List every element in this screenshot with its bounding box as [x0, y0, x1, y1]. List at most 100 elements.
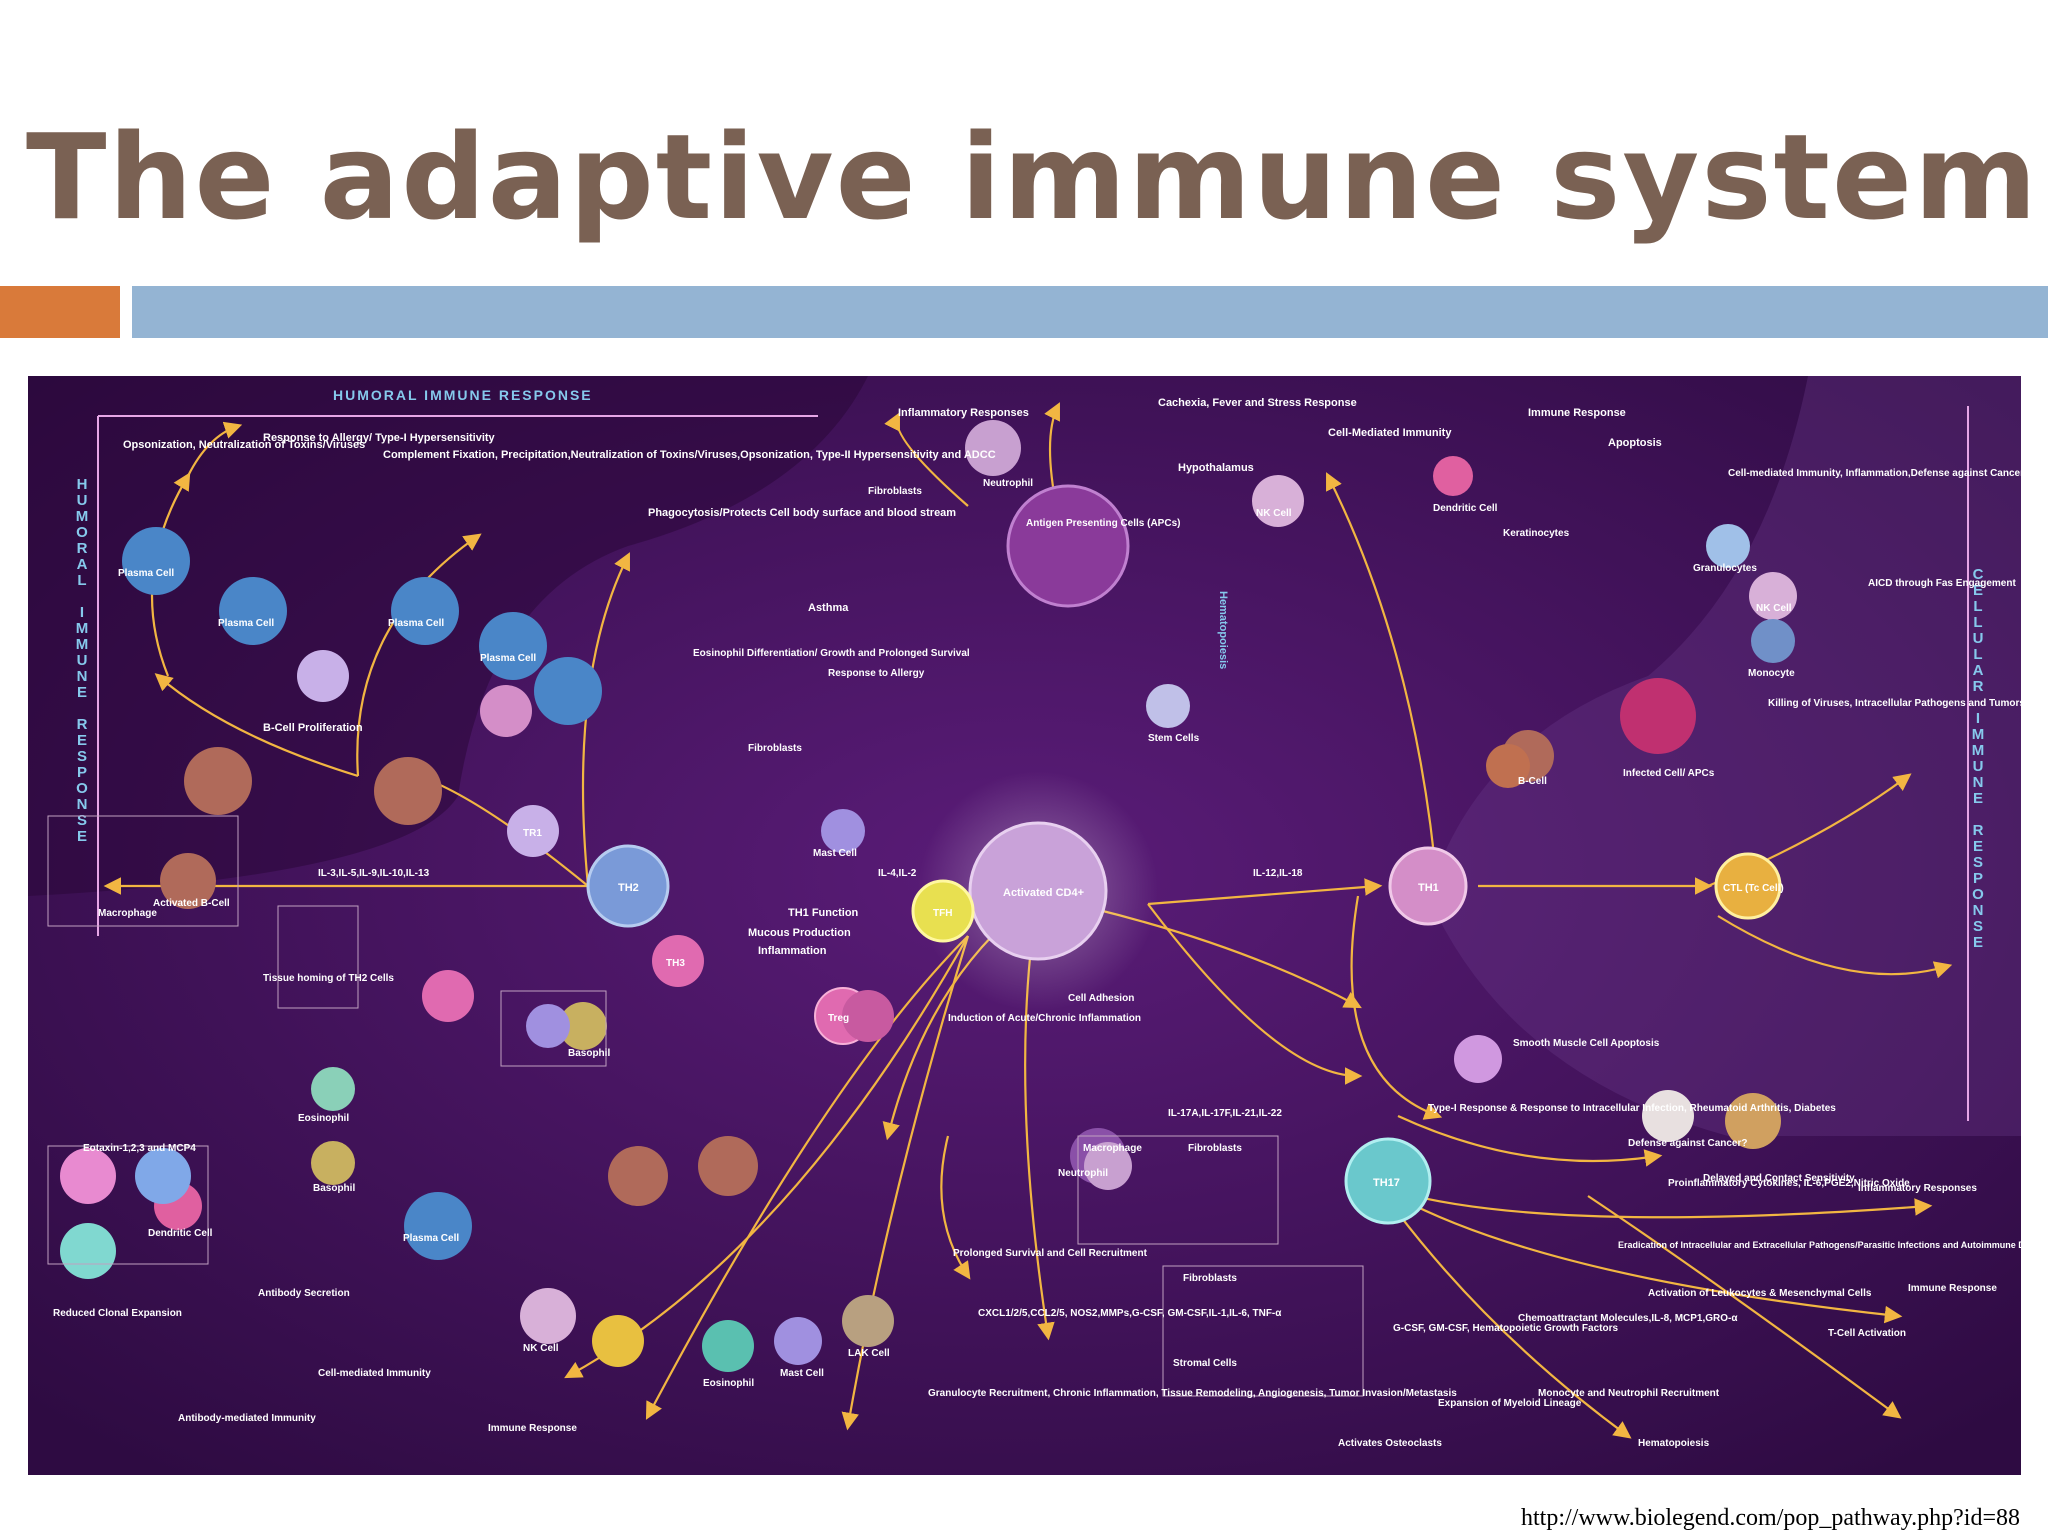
plasma1-label: Plasma Cell [118, 568, 174, 579]
cell-shapes [47, 420, 1797, 1397]
tr1-label: TR1 [523, 828, 542, 839]
macrophage2-label: Macrophage [1083, 1143, 1142, 1154]
center-cell [968, 821, 1108, 961]
plasma-cell-e [534, 657, 602, 725]
label-hematopoiesis-vertical: Hematopoiesis [1217, 591, 1229, 669]
th17-label: TH17 [1373, 1177, 1400, 1189]
treg-label: Treg [828, 1013, 849, 1024]
dendritic1-label: Dendritic Cell [1433, 503, 1498, 514]
label-tissue-homing: Tissue homing of TH2 Cells [263, 973, 394, 984]
eosinophil-cell-b [702, 1320, 754, 1372]
granulocytes-label: Granulocytes [1693, 563, 1757, 574]
infected-label: Infected Cell/ APCs [1623, 768, 1715, 779]
stromal-box [1162, 1265, 1364, 1397]
neutrophil-cell [965, 420, 1021, 476]
plasma-cell-a [122, 527, 190, 595]
label-cell-mediated-immunity: Cell-Mediated Immunity [1328, 427, 1452, 439]
slide-title: The adaptive immune system [26, 108, 2039, 246]
label-granulocyte-recruitment: Granulocyte Recruitment, Chronic Inflamm… [928, 1388, 1457, 1399]
monocyte-cell [1751, 619, 1795, 663]
apc-label: Antigen Presenting Cells (APCs) [1026, 518, 1180, 529]
fibroblasts4-label: Fibroblasts [1183, 1273, 1237, 1284]
th3-label: TH3 [666, 958, 685, 969]
eosinophil-cell-a [311, 1067, 355, 1111]
label-defense-cancer: Defense against Cancer? [1628, 1138, 1748, 1149]
tfh-label: TFH [933, 908, 952, 919]
fibroblasts2-label: Fibroblasts [748, 743, 802, 754]
label-proinflammatory: Proinflammatory Cytokines, IL-6,PGE2,Nit… [1668, 1178, 1910, 1189]
label-antibody-mediated: Antibody-mediated Immunity [178, 1413, 316, 1424]
lak-label: LAK Cell [848, 1348, 890, 1359]
label-response-to-allergy: Response to Allergy [828, 668, 925, 679]
th17-small-b [60, 1223, 116, 1279]
tfh-cell [911, 879, 975, 943]
stem-cells [1146, 684, 1190, 728]
humoral-top-label: HUMORAL IMMUNE RESPONSE [333, 387, 593, 403]
nk-cell-b [1749, 572, 1797, 620]
label-monocyte-recruitment: Monocyte and Neutrophil Recruitment [1538, 1388, 1720, 1399]
th2-small-b [135, 1148, 191, 1204]
ctl-cell-b [592, 1315, 644, 1367]
infected-cell [1620, 678, 1696, 754]
th2-cell [586, 844, 670, 928]
plasma2-label: Plasma Cell [218, 618, 274, 629]
basophil1-label: Basophil [568, 1048, 610, 1059]
plasma-cell-c [391, 577, 459, 645]
macrophage1-label: Macrophage [98, 908, 157, 919]
label-bcell-proliferation: B-Cell Proliferation [263, 722, 363, 734]
nk-cell-a [1252, 475, 1304, 527]
label-inflammation: Inflammation [758, 945, 827, 957]
plasma3-label: Plasma Cell [388, 618, 444, 629]
label-cxcl: CXCL1/2/5,CCL2/5, NOS2,MMPs,G-CSF, GM-CS… [978, 1308, 1282, 1319]
title-accent-bar-blue [132, 286, 2048, 338]
humoral-side-label: HUMORAL IMMUNE RESPONSE [74, 476, 91, 844]
label-il-th2-th1: IL-4,IL-2 [878, 868, 917, 879]
neutrophil2-label: Neutrophil [1058, 1168, 1108, 1179]
label-induction: Induction of Acute/Chronic Inflammation [948, 1013, 1141, 1024]
plasma-cell-d [479, 612, 547, 680]
label-hematopoiesis: Hematopoiesis [1638, 1438, 1710, 1449]
label-eradication: Eradication of Intracellular and Extrace… [1618, 1240, 2021, 1250]
label-apoptosis: Apoptosis [1608, 437, 1662, 449]
treg-cell-b [422, 970, 474, 1022]
source-url: http://www.biolegend.com/pop_pathway.php… [1520, 1505, 2020, 1531]
plasma-cell-f [404, 1192, 472, 1260]
label-phagocytosis: Phagocytosis/Protects Cell body surface … [648, 507, 956, 519]
th-cells-box [47, 1145, 209, 1265]
label-chemoattractant: Chemoattractant Molecules,IL-8, MCP1,GRO… [1518, 1313, 1738, 1324]
label-expansion-myeloid: Expansion of Myeloid Lineage [1438, 1398, 1582, 1409]
treg-small [297, 650, 349, 702]
bcell-c [608, 1146, 668, 1206]
bcell-b [374, 757, 442, 825]
nk-cell-c [520, 1288, 576, 1344]
cell-labels: Activated CD4+ Antigen Presenting Cells … [98, 478, 1795, 1389]
smooth-muscle-label: Smooth Muscle Cell Apoptosis [1513, 1038, 1660, 1049]
th1-cell [1388, 846, 1468, 926]
immune-pathway-diagram: HUMORAL IMMUNE RESPONSE HUMORAL IMMUNE R… [28, 376, 2021, 1475]
th17-cell [1344, 1137, 1432, 1225]
bcell-d [698, 1136, 758, 1196]
fibroblasts3-label: Fibroblasts [1188, 1143, 1242, 1154]
eosinophil-box [277, 905, 359, 1009]
label-reduced-clonal: Reduced Clonal Expansion [53, 1308, 182, 1319]
label-inflammatory-responses: Inflammatory Responses [898, 407, 1029, 419]
apc-cell [1006, 484, 1130, 608]
monocyte-label: Monocyte [1748, 668, 1795, 679]
label-gcsf: G-CSF, GM-CSF, Hematopoietic Growth Fact… [1393, 1323, 1618, 1334]
label-cell-adhesion: Cell Adhesion [1068, 993, 1134, 1004]
plasma4-label: Plasma Cell [480, 653, 536, 664]
eosinophil2-label: Eosinophil [703, 1378, 754, 1389]
keratinocytes-label: Keratinocytes [1503, 528, 1570, 539]
bcell2-label: B-Cell [1518, 776, 1547, 787]
foxp3-treg [842, 990, 894, 1042]
tr1-cell [507, 805, 559, 857]
th1-label: TH1 [1418, 882, 1439, 894]
neutrophil1-label: Neutrophil [983, 478, 1033, 489]
th1-small-a [480, 685, 532, 737]
label-mucous: Mucous Production [748, 927, 851, 939]
label-th1-function: TH1 Function [788, 907, 859, 919]
label-activation-leukocytes: Activation of Leukocytes & Mesenchymal C… [1648, 1288, 1872, 1299]
mast-cell-a [821, 809, 865, 853]
mast-basophil-box [500, 990, 607, 1067]
dendritic2-label: Dendritic Cell [148, 1228, 213, 1239]
